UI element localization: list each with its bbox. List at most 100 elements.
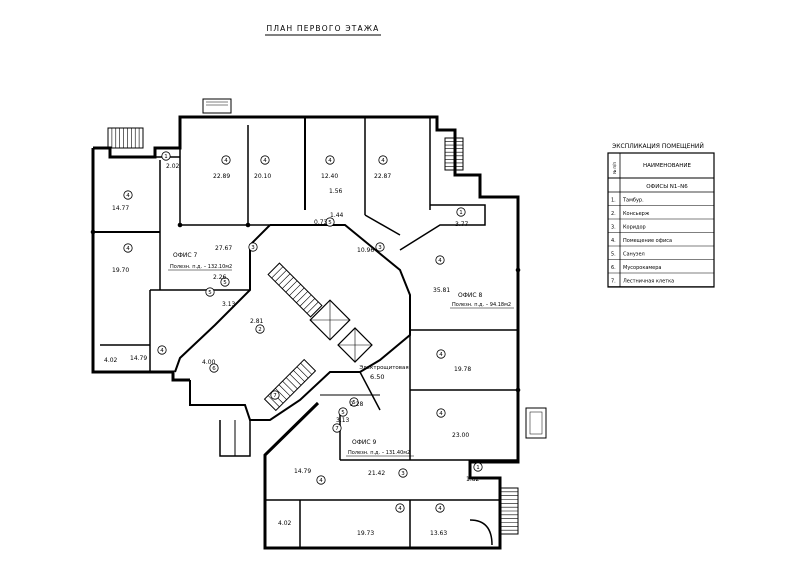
legend-row-num: 3. — [611, 225, 616, 231]
room-tag: 1.44 — [330, 212, 344, 219]
room-tag: 422.87 — [374, 155, 391, 180]
room-type-number: 4 — [398, 506, 402, 512]
elevator-1-x2 — [310, 319, 350, 321]
room-tag-circle — [123, 190, 133, 200]
room-tags: 12.02422.89420.10412.40422.87414.77419.7… — [104, 151, 483, 537]
e-balcony-inner — [529, 411, 543, 435]
stair-step — [282, 277, 294, 289]
room-type-number: 4 — [319, 478, 323, 484]
room-tag: 22.81 — [250, 318, 265, 334]
legend-row-num: 2. — [611, 211, 616, 217]
room-area: 3.77 — [455, 221, 469, 228]
elevator-1 — [309, 299, 351, 341]
legend-group: ОФИСЫ N1–N6 — [646, 184, 688, 190]
room-tag-circle — [395, 503, 405, 513]
legend-row-num: 5. — [611, 252, 616, 258]
room-tag: 423.00 — [436, 408, 469, 439]
core-wall — [250, 224, 411, 421]
room-area: 13.63 — [430, 530, 447, 537]
room-area: 4.00 — [202, 359, 216, 366]
room-type-number: 6 — [212, 366, 216, 372]
ne-stair — [444, 137, 464, 171]
flight-2-steps — [267, 362, 313, 408]
room-tag-circle — [436, 349, 446, 359]
west-wing-south — [189, 380, 265, 421]
room-tag-circle — [338, 407, 348, 417]
room-area: 14.79 — [130, 355, 147, 362]
room-type-number: 4 — [224, 158, 228, 164]
column-2 — [245, 222, 251, 228]
room-type-number: 4 — [160, 348, 164, 354]
room-area: 0.73 — [314, 219, 328, 226]
legend-row-num: 1. — [611, 198, 616, 204]
legend-row-num: 6. — [611, 265, 616, 271]
room-area: 22.87 — [374, 173, 391, 180]
nw-stair — [107, 127, 144, 149]
room-type-number: 4 — [439, 352, 443, 358]
room-tag-circle — [349, 397, 359, 407]
room-tag: 412.40 — [321, 155, 338, 180]
room-tag-circle — [398, 468, 408, 478]
stair-step — [306, 301, 319, 314]
room-tag: 53.13 — [336, 407, 350, 424]
elevator-1-shaft — [309, 299, 351, 341]
room-tag: 4.02 — [278, 520, 292, 527]
stairs — [90, 127, 547, 535]
room-area: 27.67 — [215, 245, 232, 252]
elevator-2-shaft — [337, 327, 373, 363]
stair-tag-number: 7 — [335, 426, 339, 432]
room-type-number: 4 — [263, 158, 267, 164]
plan-title: ПЛАН ПЕРВОГО ЭТАЖА — [266, 24, 379, 33]
room-tag: 414.77 — [112, 190, 133, 212]
room-type-number: 5 — [208, 290, 212, 296]
stair-step — [282, 380, 295, 393]
room-area: 19.78 — [454, 366, 471, 373]
office-9-name: ОФИС 9 — [352, 439, 376, 446]
room-tag: 11.82 — [466, 462, 483, 483]
office-7-name: ОФИС 7 — [173, 252, 197, 259]
stair-step — [300, 362, 313, 375]
room-tag-circle — [456, 207, 466, 217]
room-tag: 310.96 — [357, 242, 385, 254]
room-area: 35.81 — [433, 287, 450, 294]
room-area: 10.96 — [357, 247, 374, 254]
outer-wall-west — [91, 148, 190, 382]
room-type-number: 2 — [258, 327, 262, 333]
room-tag-circle — [248, 242, 258, 252]
room-tag-circle — [221, 155, 231, 165]
room-area: 4.02 — [104, 357, 118, 364]
room-tag: 4.02 — [104, 357, 118, 364]
wall-int-9 — [364, 214, 401, 236]
office-7-area: Полезн. п.д. – 132.10м2 — [170, 264, 232, 270]
stair-step — [271, 266, 284, 279]
legend-row-num: 4. — [611, 238, 616, 244]
room-tag-circle — [209, 363, 219, 373]
stair-step — [289, 373, 302, 386]
room-type-number: 3 — [401, 471, 405, 477]
room-tag: 414.79 — [130, 345, 167, 362]
legend-row-name: Консьерж — [623, 211, 650, 217]
room-tag: 327.67 — [215, 242, 258, 252]
room-tag: 435.81 — [433, 255, 450, 294]
room-area: 23.00 — [452, 432, 469, 439]
room-type-number: 5 — [223, 280, 227, 286]
room-area: 1.44 — [330, 212, 344, 219]
room-tag-circle — [436, 408, 446, 418]
legend-table: ЭКСПЛИКАЦИЯ ПОМЕЩЕНИЙ № п/п НАИМЕНОВАНИЕ… — [607, 143, 715, 288]
elevator-2-x2 — [338, 344, 372, 346]
room-type-number: 4 — [381, 158, 385, 164]
stair-step — [303, 298, 316, 311]
room-area: 22.89 — [213, 173, 230, 180]
room-area: 2.02 — [166, 163, 180, 170]
room-type-number: 3 — [378, 245, 382, 251]
stair-step — [278, 384, 291, 397]
top-balcony — [202, 98, 232, 114]
room-tag-circle — [378, 155, 388, 165]
room-area: 19.73 — [357, 530, 374, 537]
room-type-number: 4 — [439, 411, 443, 417]
stair-tag: 7 — [332, 423, 342, 433]
legend-row-name: Мусорокамера — [623, 265, 661, 271]
room-type-number: 4 — [126, 193, 130, 199]
room-area: 14.79 — [294, 468, 311, 475]
room-area: 12.40 — [321, 173, 338, 180]
